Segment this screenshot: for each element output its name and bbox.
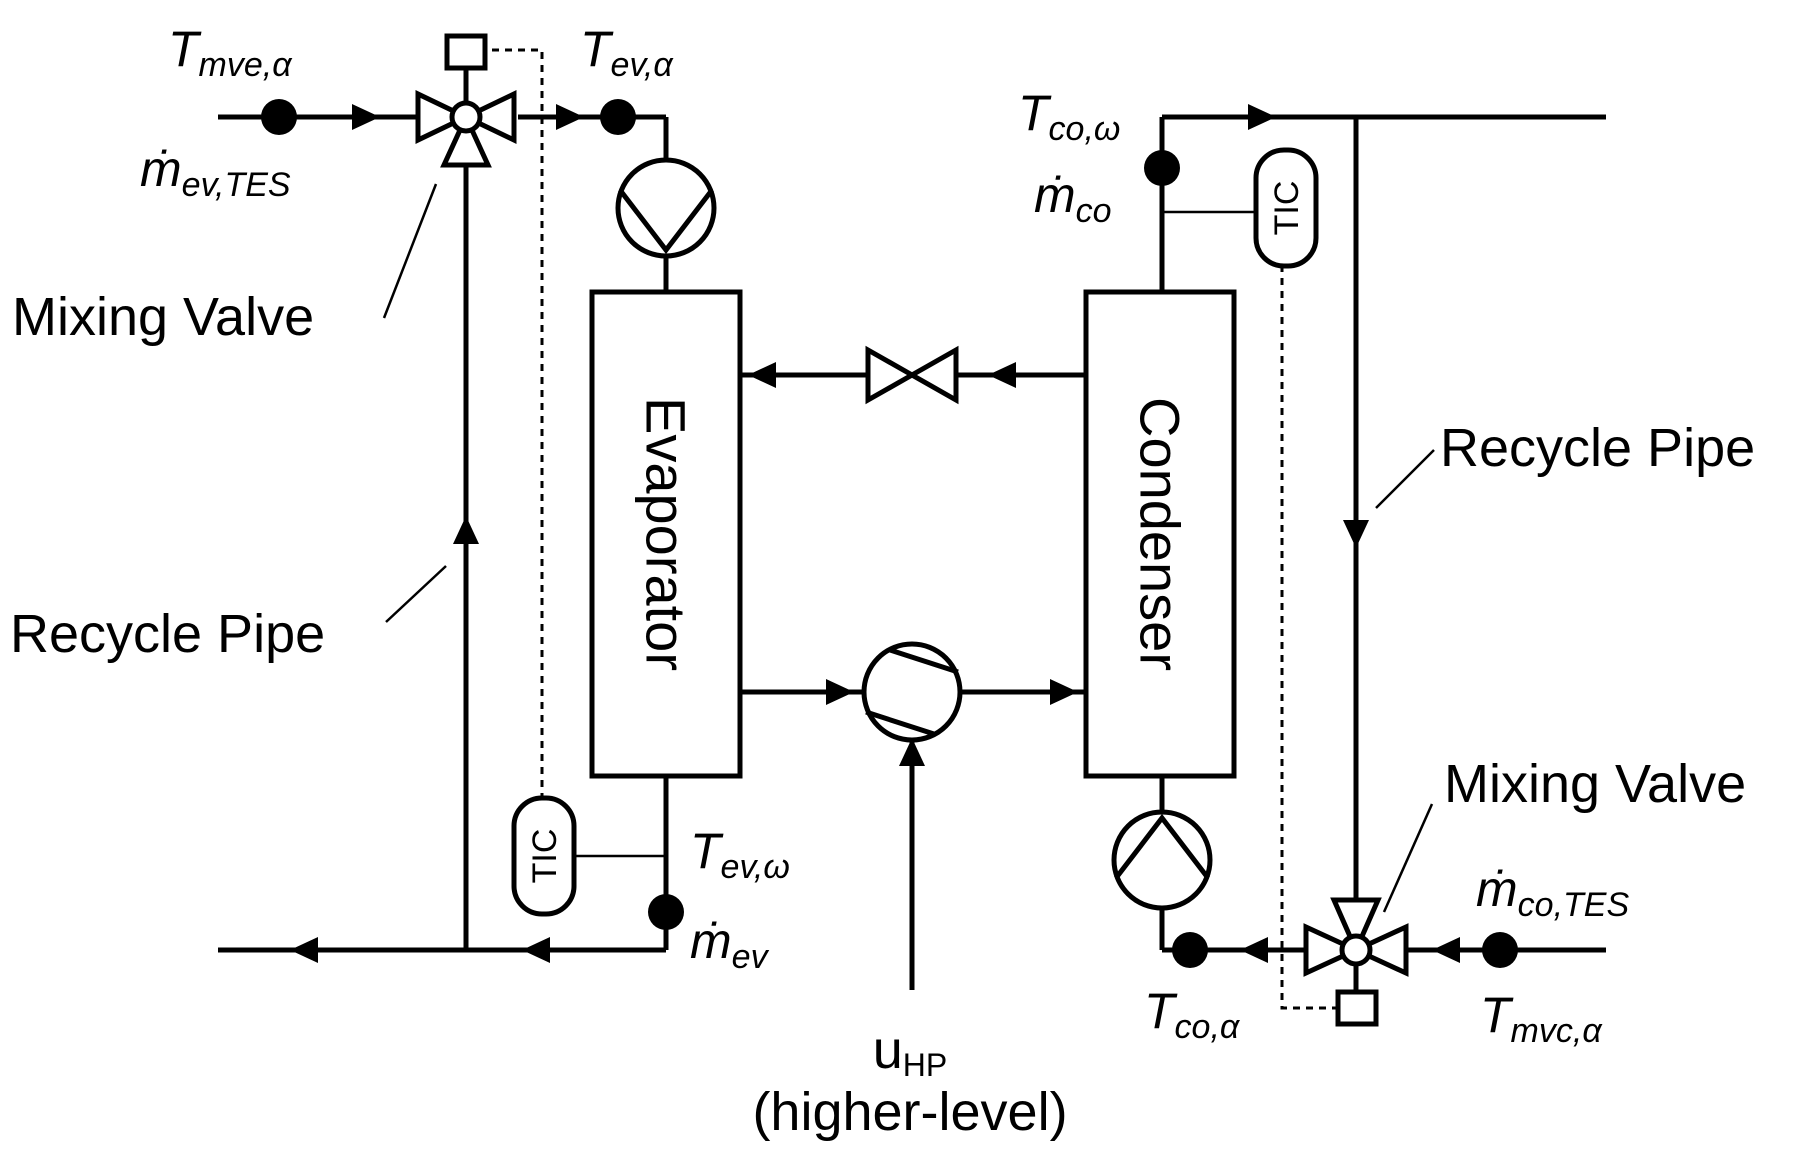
- sensor-t-ev-alpha: [600, 99, 636, 135]
- var-t-mvc-alpha: Tmvc,α: [1480, 987, 1603, 1050]
- arrow-right-icon: [556, 104, 584, 130]
- sensor-t-co-alpha: [1172, 932, 1208, 968]
- sensor-t-mvc-alpha: [1482, 932, 1518, 968]
- control-input-symbol: u: [873, 1020, 903, 1080]
- sensor-t-co-omega: [1144, 150, 1180, 186]
- callout-leaders: [382, 183, 1435, 913]
- arrow-right-icon: [1050, 679, 1078, 705]
- sensor-t-mve-alpha: [261, 99, 297, 135]
- var-m-ev: ṁev: [690, 913, 770, 976]
- arrow-right-icon: [1248, 104, 1276, 130]
- arrow-left-icon: [748, 362, 776, 388]
- flow-arrows: [290, 104, 1460, 963]
- control-input-note: (higher-level): [752, 1082, 1067, 1142]
- evaporator-pump-icon: [615, 157, 717, 259]
- arrow-left-icon: [522, 937, 550, 963]
- arrow-up-icon: [899, 738, 925, 766]
- arrow-up-icon: [453, 516, 479, 544]
- arrow-left-icon: [988, 362, 1016, 388]
- compressor-icon: [861, 641, 963, 743]
- control-signal-lines: [492, 48, 1338, 1010]
- var-m-co-tes: ṁco,TES: [1476, 861, 1629, 924]
- evaporator-label: Evaporator: [634, 397, 697, 671]
- var-t-ev-alpha: Tev,α: [580, 21, 674, 84]
- left-tic-controller: TIC: [511, 795, 577, 917]
- condenser-pump-icon: [1111, 809, 1213, 911]
- right-tic-controller: TIC: [1253, 147, 1319, 269]
- recycle-pipe-left-label: Recycle Pipe: [10, 604, 325, 664]
- condenser-pipes: [1159, 114, 1606, 953]
- var-m-ev-tes: ṁev,TES: [140, 141, 291, 204]
- arrow-right-icon: [352, 104, 380, 130]
- arrow-right-icon: [826, 679, 854, 705]
- mixing-valve-left-label: Mixing Valve: [12, 287, 314, 347]
- var-t-co-alpha: Tco,α: [1144, 983, 1241, 1046]
- sensor-t-ev-omega: [648, 894, 684, 930]
- var-m-co: ṁco: [1034, 167, 1112, 230]
- arrow-left-icon: [1240, 937, 1268, 963]
- control-input-subscript: HP: [903, 1047, 947, 1083]
- right-mixing-valve-icon: [1303, 897, 1409, 1027]
- var-t-co-omega: Tco,ω: [1018, 85, 1120, 148]
- expansion-valve-icon: [865, 345, 959, 405]
- left-tic-label: TIC: [526, 829, 564, 884]
- var-t-ev-omega: Tev,ω: [690, 823, 790, 886]
- evaporator-box: [589, 289, 743, 779]
- arrow-left-icon: [1432, 937, 1460, 963]
- control-input-label: uHP: [873, 1020, 948, 1083]
- arrow-left-icon: [290, 937, 318, 963]
- recycle-pipe-right-label: Recycle Pipe: [1440, 418, 1755, 478]
- sensor-dots: [261, 99, 1518, 968]
- left-mixing-valve-icon: [415, 33, 517, 168]
- var-t-mve-alpha: Tmve,α: [168, 21, 293, 84]
- condenser-label: Condenser: [1128, 397, 1191, 671]
- condenser-box: [1083, 289, 1237, 779]
- mixing-valve-right-label: Mixing Valve: [1444, 754, 1746, 814]
- arrow-down-icon: [1343, 520, 1369, 548]
- right-tic-label: TIC: [1268, 181, 1306, 236]
